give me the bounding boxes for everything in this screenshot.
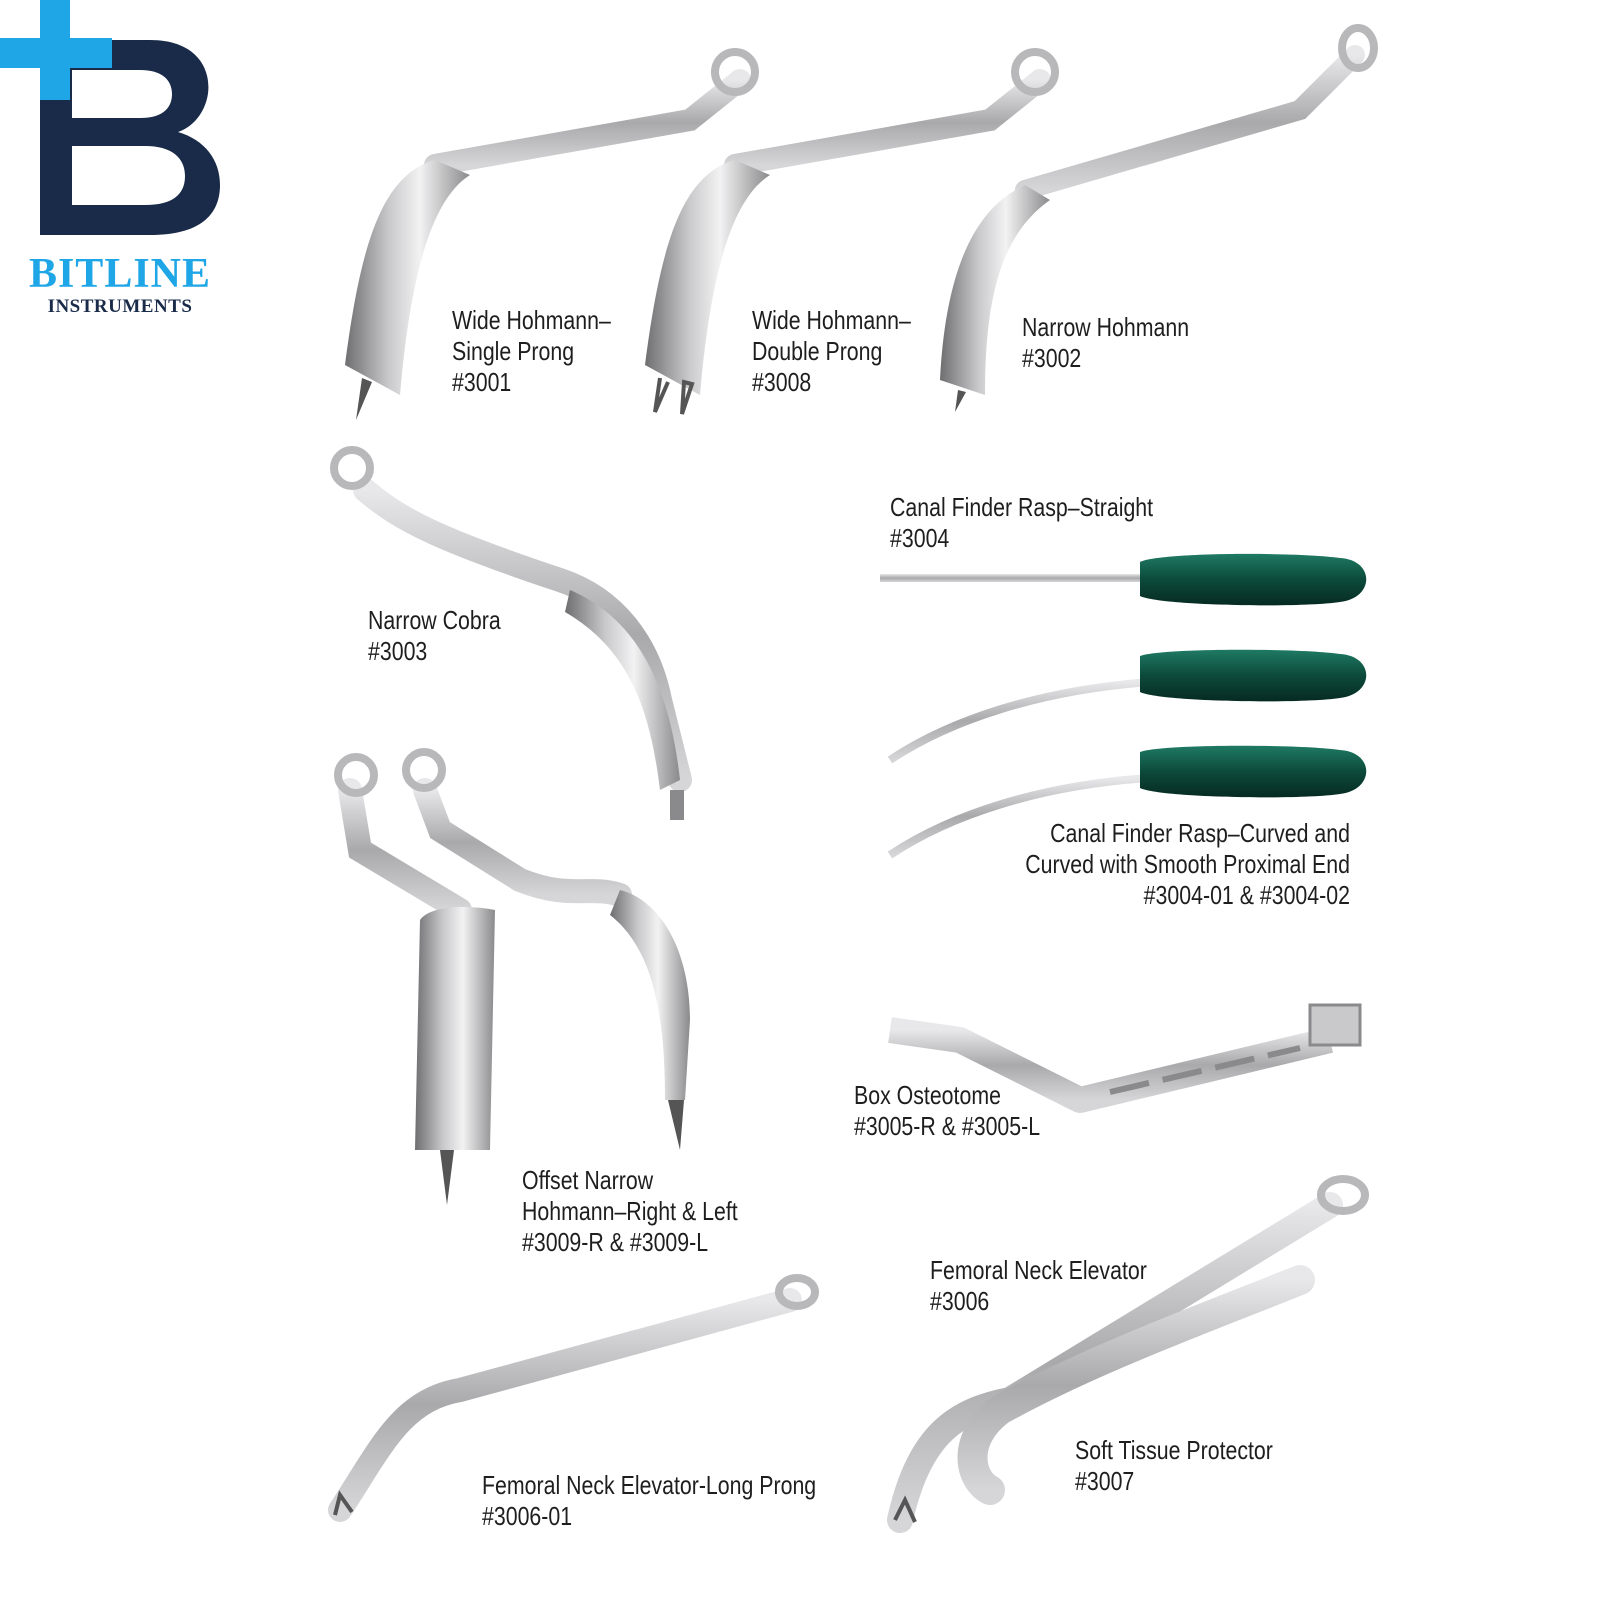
brand-name: BITLINE [28,251,212,297]
label-narrow-cobra: Narrow Cobra #3003 [368,605,501,666]
label-narrow-hohmann: Narrow Hohmann #3002 [1022,312,1190,373]
canal-finder-rasp-curved-smooth-icon [887,745,1367,859]
brand-logo: BITLINE INSTRUMENTS [0,0,240,330]
wide-hohmann-double-prong-icon [645,48,1059,415]
label-femoral-neck-elevator: Femoral Neck Elevator #3006 [930,1255,1147,1316]
label-canal-finder-curved: Canal Finder Rasp–Curved and Curved with… [1025,818,1350,910]
canal-finder-rasp-curved-icon [887,649,1367,764]
femoral-neck-elevator-long-prong-icon [328,1274,819,1522]
box-osteotome-icon [888,1003,1362,1113]
label-soft-tissue-protector: Soft Tissue Protector #3007 [1075,1435,1273,1496]
canal-finder-rasp-straight-icon [880,553,1367,606]
label-box-osteotome: Box Osteotome #3005-R & #3005-L [854,1080,1041,1141]
brand-subtitle: INSTRUMENTS [47,296,193,317]
narrow-cobra-icon [330,446,692,820]
offset-narrow-hohmann-icon [334,748,690,1205]
soft-tissue-protector-icon [957,1265,1315,1505]
label-femoral-neck-elevator-long: Femoral Neck Elevator-Long Prong #3006-0… [482,1470,817,1531]
label-wide-hohmann-double: Wide Hohmann– Double Prong #3008 [752,305,911,397]
bitline-logo-icon [0,0,220,235]
label-canal-finder-straight: Canal Finder Rasp–Straight #3004 [890,492,1154,553]
narrow-hohmann-icon [940,24,1378,412]
wide-hohmann-single-prong-icon [345,48,759,420]
label-wide-hohmann-single: Wide Hohmann– Single Prong #3001 [452,305,611,397]
label-offset-narrow-hohmann: Offset Narrow Hohmann–Right & Left #3009… [522,1165,738,1257]
